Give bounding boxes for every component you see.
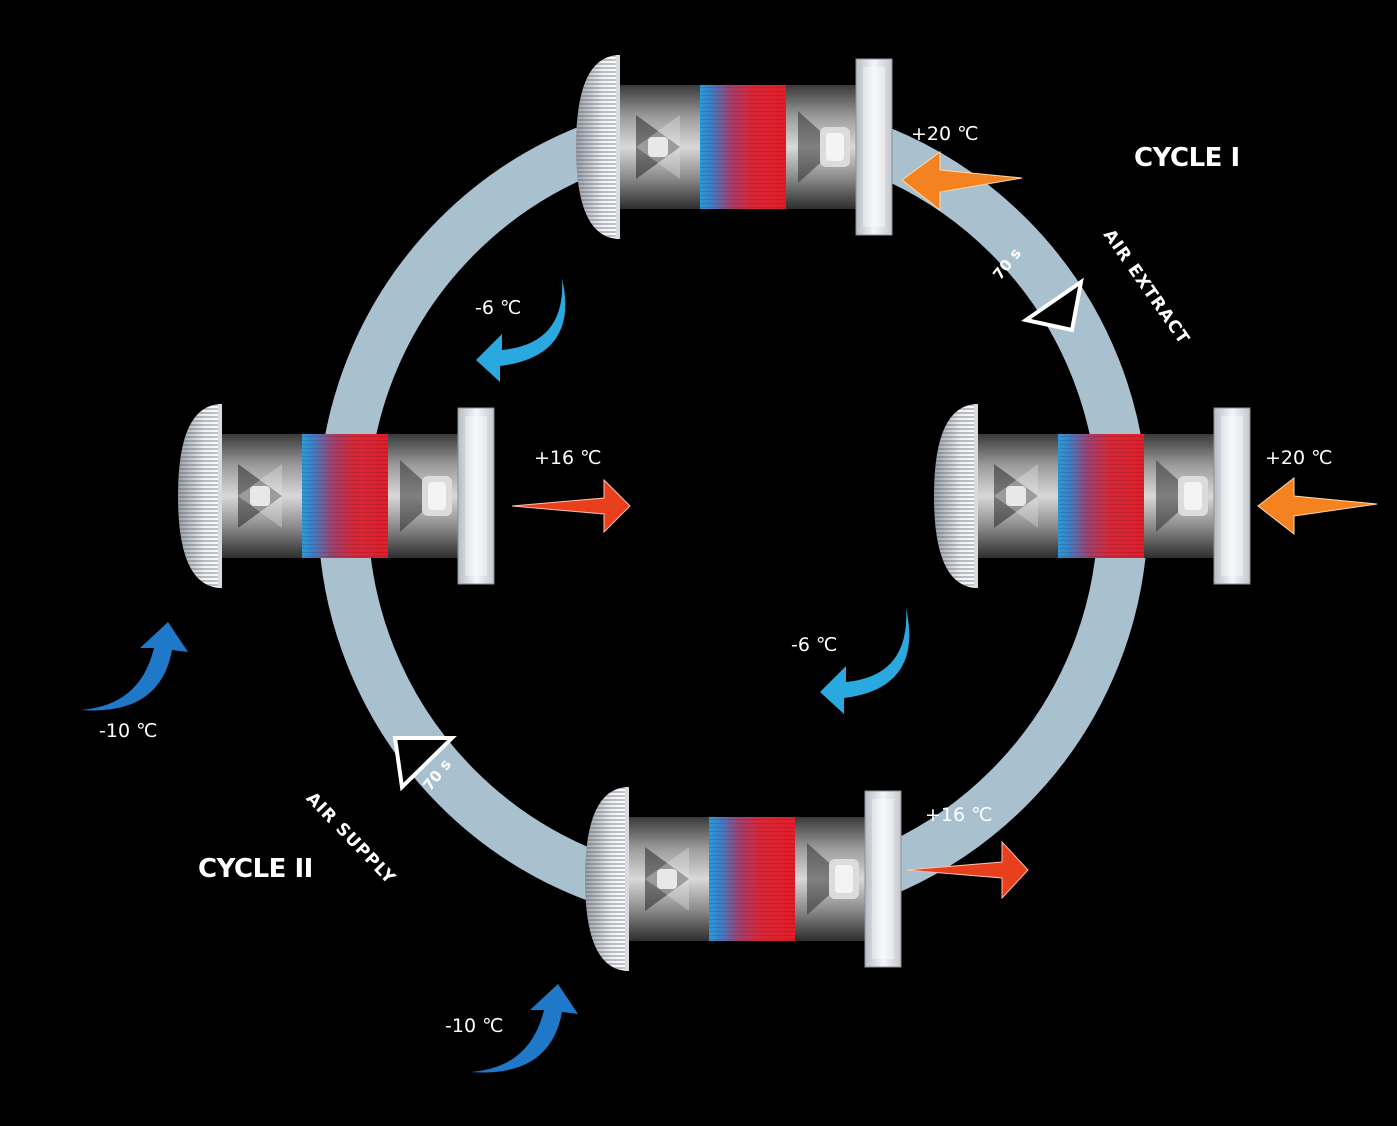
cycle-2-label: CYCLE II — [198, 854, 313, 884]
supply-air-arrow-bottom — [905, 840, 1029, 900]
supply-air-arrow-left — [511, 478, 631, 534]
intake-air-arrow-left — [80, 622, 188, 711]
extract-direction-triangle — [1021, 277, 1084, 333]
exhaust-air-arrow-upper — [476, 278, 566, 382]
warm-air-arrow-top — [901, 151, 1023, 212]
supply-direction-triangle — [392, 736, 457, 792]
intake-air-arrow-bottom — [470, 984, 578, 1073]
temp-bottom-outdoor: -10 ℃ — [445, 1015, 503, 1037]
warm-air-arrow-right — [1257, 476, 1378, 536]
temp-bottom-indoor: +16 ℃ — [925, 804, 992, 826]
temp-top-outdoor: -6 ℃ — [475, 297, 521, 319]
temp-top-indoor: +20 ℃ — [911, 123, 978, 145]
exhaust-air-arrow-lower — [820, 608, 910, 714]
temp-right-indoor: +20 ℃ — [1265, 447, 1332, 469]
temp-right-outdoor: -6 ℃ — [791, 634, 837, 656]
temp-left-indoor: +16 ℃ — [534, 447, 601, 469]
temp-left-outdoor: -10 ℃ — [99, 720, 157, 742]
cycle-1-label: CYCLE I — [1134, 143, 1240, 173]
